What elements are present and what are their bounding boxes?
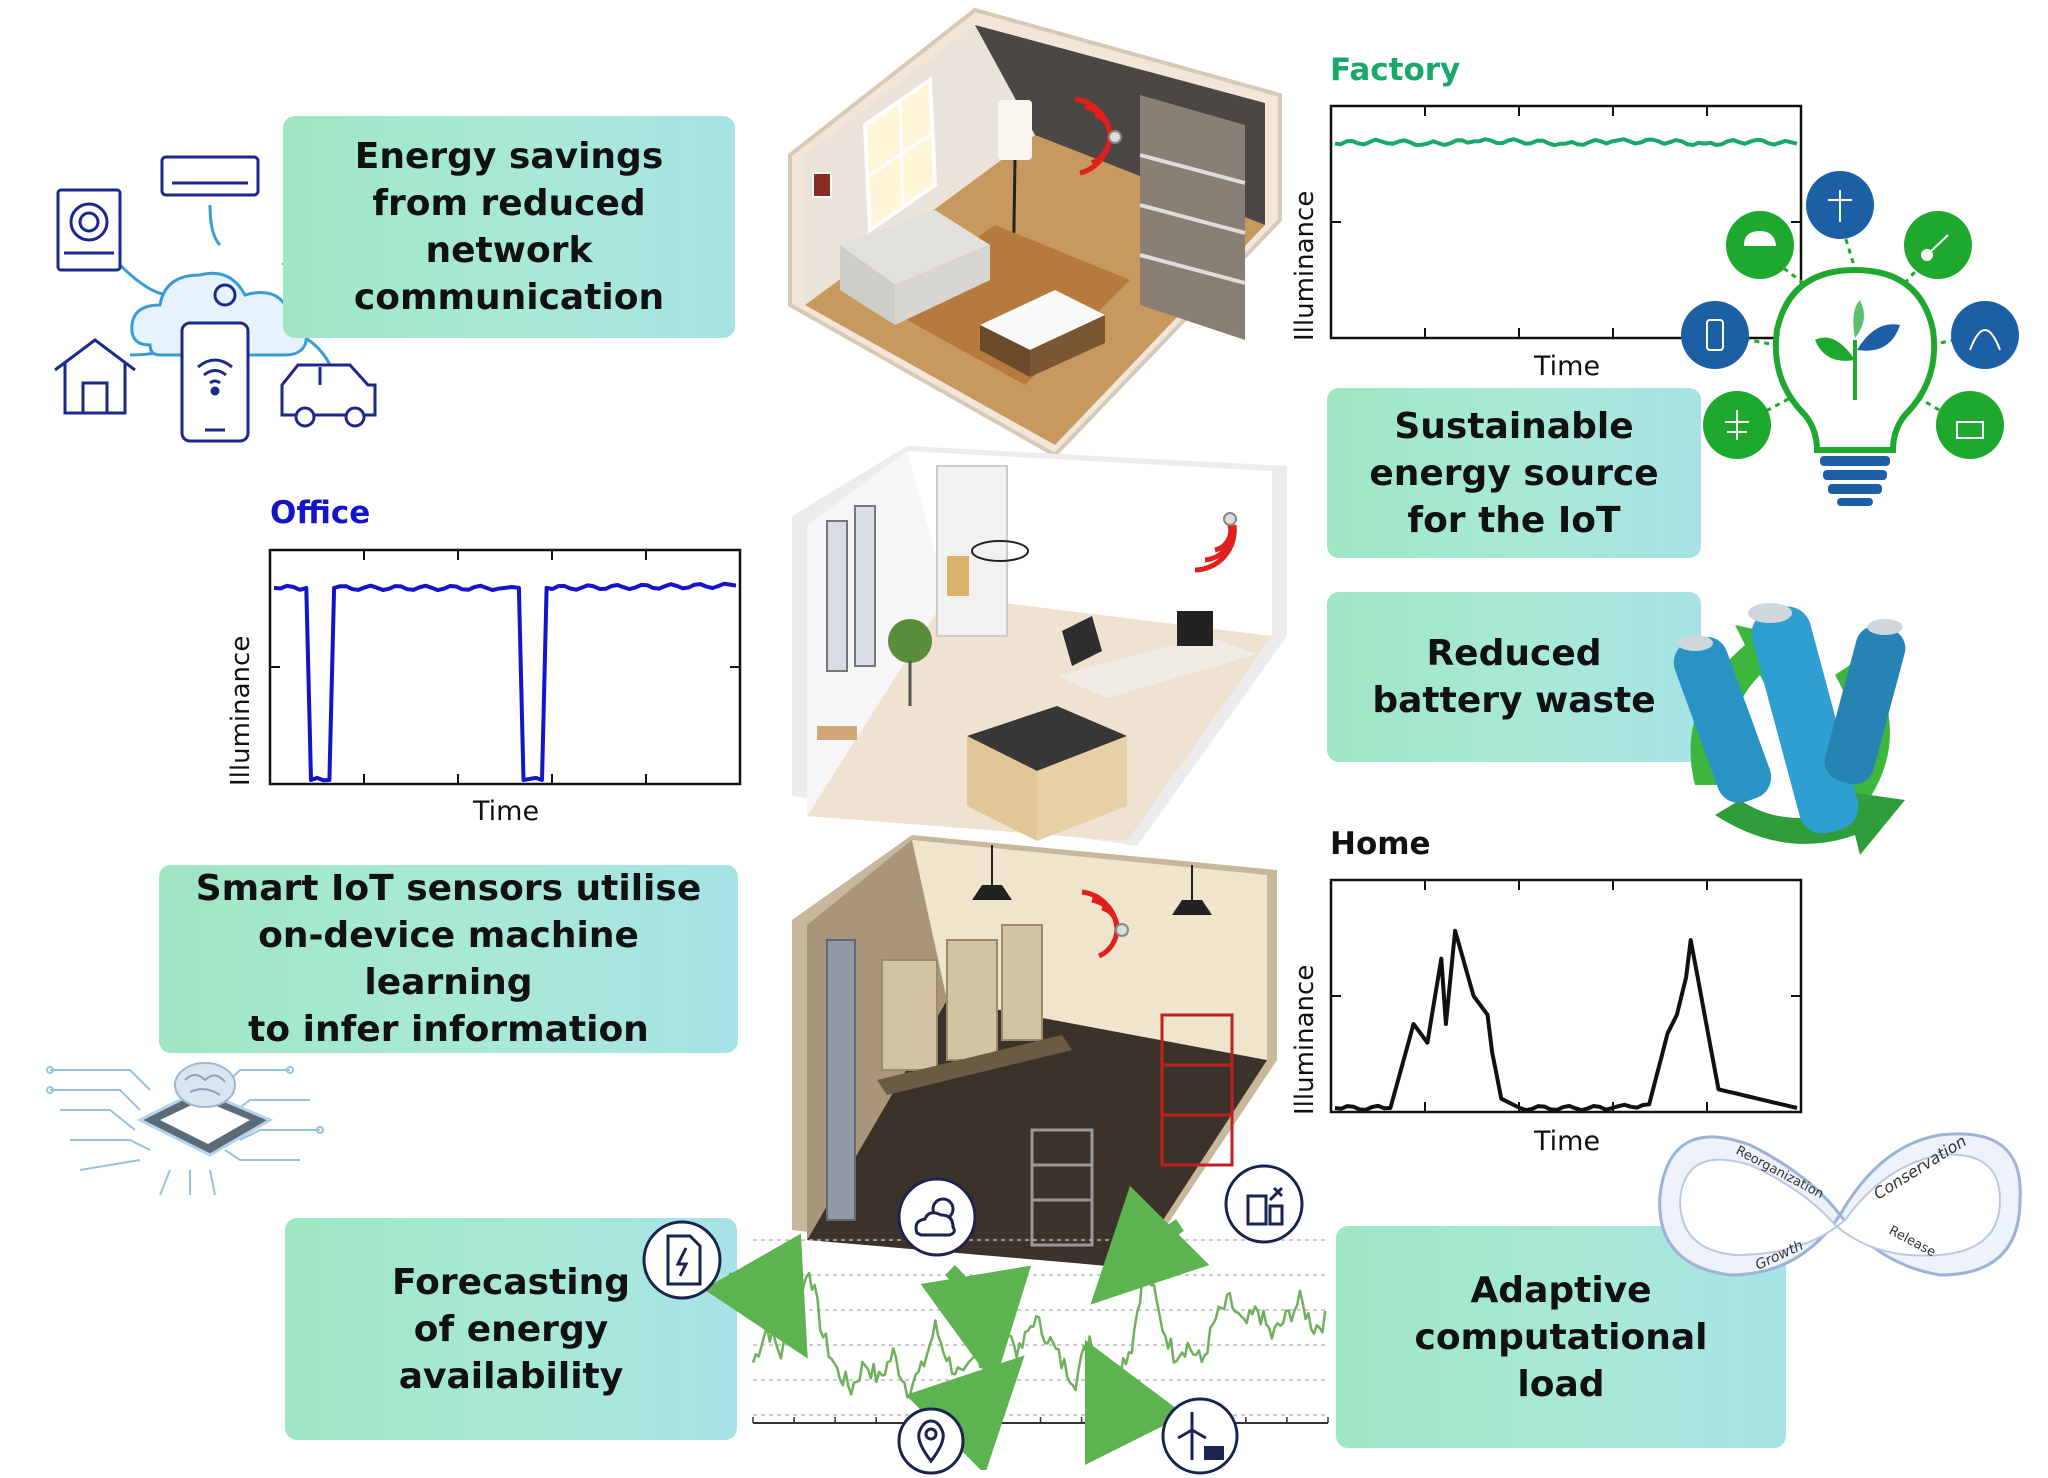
home-chart-xlabel: Time bbox=[1534, 1126, 1601, 1157]
battery-recycle-icon bbox=[1673, 603, 1906, 855]
chip-brain-icon bbox=[46, 1062, 324, 1196]
forecast-series-line bbox=[751, 1257, 1327, 1399]
living-room-illustration bbox=[788, 7, 1282, 458]
factory-chart-series-line bbox=[1334, 137, 1798, 148]
office-chart bbox=[268, 548, 742, 786]
callout-smart-iot-sensors: Smart IoT sensors utilise on-device mach… bbox=[159, 865, 738, 1053]
forecast-arrows bbox=[703, 1185, 1210, 1470]
weather-icon bbox=[897, 1177, 977, 1257]
living-room-signal-icon bbox=[1074, 96, 1122, 176]
factory-chart-ylabel: Illuminance bbox=[1290, 190, 1320, 341]
office-chart-title: Office bbox=[270, 495, 371, 531]
wind-solar-icon bbox=[1161, 1397, 1239, 1475]
office-chart-ylabel: Illuminance bbox=[226, 635, 256, 786]
location-pin-icon bbox=[897, 1407, 965, 1475]
office-chart-xlabel: Time bbox=[473, 796, 540, 827]
factory-room-illustration bbox=[792, 835, 1277, 1270]
factory-chart-title: Factory bbox=[1330, 52, 1461, 88]
callout-sustainable-energy: Sustainable energy source for the IoT bbox=[1327, 388, 1701, 558]
callout-network-energy-savings: Energy savings from reduced network comm… bbox=[283, 116, 735, 338]
factory-signal-icon bbox=[1081, 889, 1129, 959]
infinity-loop-icon: Reorganization Conservation Growth Relea… bbox=[1658, 1131, 2022, 1277]
home-chart-frame bbox=[1329, 878, 1803, 1114]
factory-chart bbox=[1329, 104, 1803, 340]
office-room-illustration bbox=[792, 446, 1287, 846]
factory-chart-xlabel: Time bbox=[1534, 351, 1601, 382]
home-chart-series-line bbox=[1334, 928, 1798, 1113]
home-chart-ylabel: Illuminance bbox=[1290, 964, 1320, 1115]
light-bulb-renewable-icon bbox=[1681, 171, 2019, 506]
office-chart-series-line bbox=[273, 581, 737, 783]
callout-battery-waste: Reduced battery waste bbox=[1327, 592, 1701, 762]
office-signal-icon bbox=[1194, 512, 1237, 573]
tools-icon bbox=[1224, 1164, 1304, 1244]
home-chart bbox=[1329, 878, 1803, 1114]
document-energy-icon bbox=[642, 1220, 722, 1300]
home-chart-title: Home bbox=[1330, 826, 1431, 862]
